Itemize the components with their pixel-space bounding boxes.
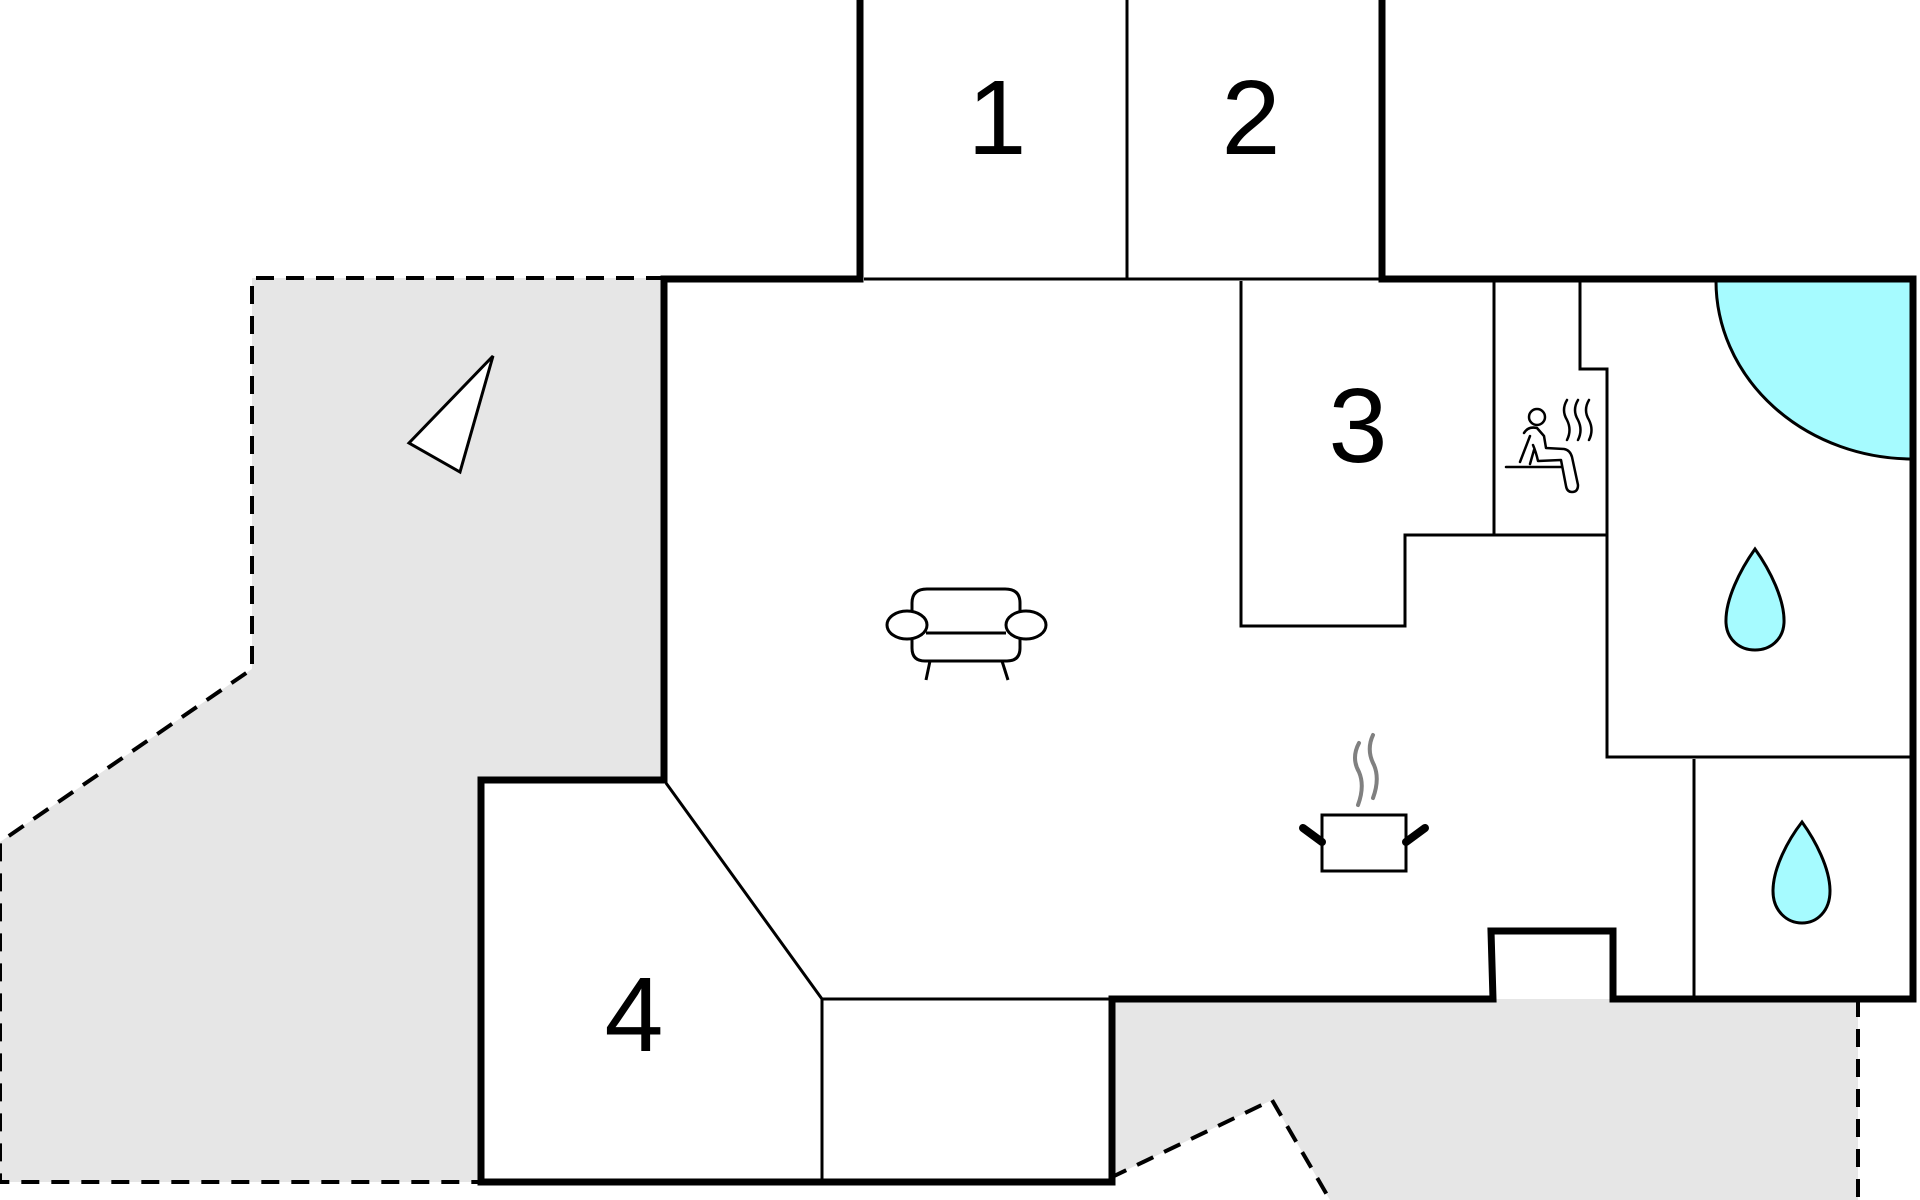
room-number-4: 4	[605, 956, 664, 1074]
sofa-icon	[885, 587, 1048, 681]
terrace-bottom	[1109, 999, 1860, 1200]
water-drop-icon	[1771, 819, 1832, 925]
interior-walls	[664, 0, 1911, 1180]
outer-walls	[477, 0, 1917, 1186]
room-number-3: 3	[1329, 367, 1388, 485]
room-number-1: 1	[968, 59, 1027, 177]
sauna-icon	[1504, 398, 1593, 494]
terrace-left	[0, 276, 664, 1184]
water-drop-icon	[1724, 546, 1786, 652]
cooking-pot-icon	[1299, 733, 1429, 873]
room-number-2: 2	[1222, 59, 1281, 177]
compass-arrow-icon	[406, 354, 495, 475]
hot-tub-icon	[1714, 279, 1915, 461]
